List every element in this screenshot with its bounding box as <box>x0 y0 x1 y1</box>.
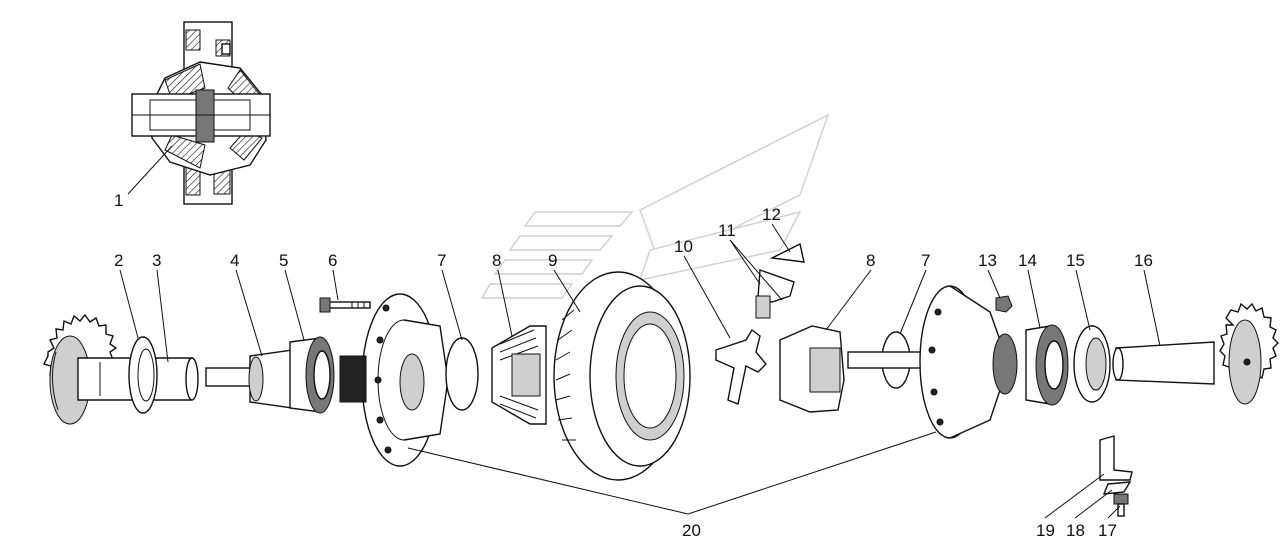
pinion-washer <box>769 242 805 263</box>
washer-small <box>1102 481 1132 495</box>
callout-7-right: 7 <box>921 251 930 270</box>
callout-9: 9 <box>548 251 557 270</box>
callout-5: 5 <box>279 251 288 270</box>
callout-19: 19 <box>1036 521 1055 540</box>
nut <box>995 295 1013 313</box>
assembled-differential-section <box>131 21 271 205</box>
callout-3: 3 <box>152 251 161 270</box>
callout-13: 13 <box>978 251 997 270</box>
watermark-logo <box>480 113 830 299</box>
washer-left <box>445 337 479 411</box>
callout-labels: 1 2 3 4 5 6 7 8 9 10 11 12 8 7 13 14 15 … <box>114 191 1153 540</box>
leader-lines <box>119 145 1161 519</box>
callout-2: 2 <box>114 251 123 270</box>
callout-15: 15 <box>1066 251 1085 270</box>
differential-case-left <box>339 293 449 467</box>
callout-16: 16 <box>1134 251 1153 270</box>
splined-shaft <box>205 349 293 409</box>
callout-1: 1 <box>114 191 123 210</box>
ring-gear <box>553 271 691 481</box>
side-gear-right <box>779 325 845 413</box>
cross-spider <box>715 328 767 405</box>
bearing-cup <box>1073 325 1111 403</box>
callout-8-left: 8 <box>492 251 501 270</box>
washer-right <box>847 331 923 389</box>
side-gear-left <box>491 325 547 425</box>
callout-12: 12 <box>762 205 781 224</box>
callout-20: 20 <box>682 521 701 540</box>
bolt-small <box>1113 493 1129 517</box>
bearing-left <box>289 336 335 414</box>
callout-7-left: 7 <box>437 251 446 270</box>
callout-18: 18 <box>1066 521 1085 540</box>
callout-17: 17 <box>1098 521 1117 540</box>
lock-plate <box>1099 435 1133 481</box>
callout-8-right: 8 <box>866 251 875 270</box>
callout-11: 11 <box>718 221 736 240</box>
thrust-ring-left <box>128 336 158 414</box>
callout-4: 4 <box>230 251 239 270</box>
bearing-right <box>1025 324 1069 406</box>
bolt <box>319 297 371 313</box>
differential-case-right <box>919 285 1018 439</box>
right-gear <box>1219 302 1279 405</box>
right-half-axle <box>1112 341 1215 385</box>
callout-14: 14 <box>1018 251 1037 270</box>
callout-6: 6 <box>328 251 337 270</box>
callout-10: 10 <box>674 237 693 256</box>
